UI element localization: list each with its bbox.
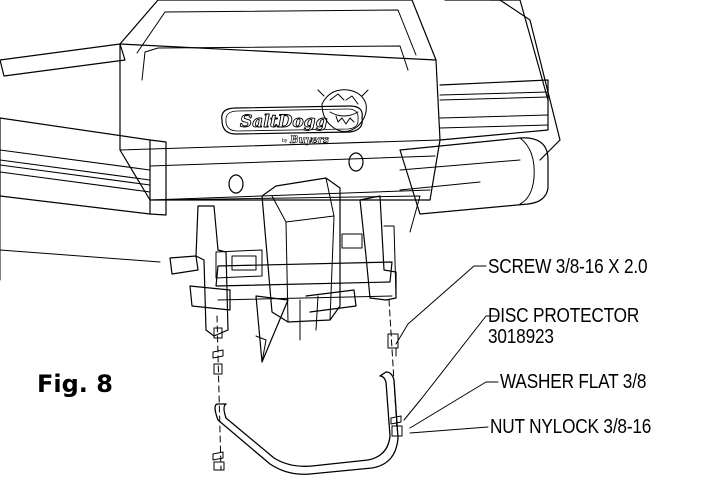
callout-screw: SCREW 3/8-16 X 2.0 <box>488 256 648 278</box>
truck-bed <box>0 0 561 281</box>
leader-lines <box>395 265 499 434</box>
figure-label: Fig. 8 <box>37 370 113 398</box>
callout-disc-protector-name: DISC PROTECTOR <box>488 305 640 327</box>
hardware-left <box>212 315 225 471</box>
hopper <box>119 0 441 201</box>
brand-by: by <box>282 138 288 144</box>
callout-nut: NUT NYLOCK 3/8-16 <box>490 416 652 438</box>
callout-washer: WASHER FLAT 3/8 <box>500 371 647 393</box>
hardware-right <box>387 299 403 437</box>
disc-protector-bar <box>214 371 399 475</box>
spinner-disc <box>255 289 357 363</box>
dog-logo-icon <box>317 89 369 132</box>
frame <box>159 152 421 337</box>
callout-disc-protector-part-number: 3018923 <box>488 326 554 348</box>
brand-logo: SaltDogg <box>240 112 328 132</box>
brand-maker: Buyers <box>289 135 329 146</box>
callout-disc-protector: DISC PROTECTOR 3018923 <box>488 306 639 348</box>
chute <box>261 177 341 323</box>
